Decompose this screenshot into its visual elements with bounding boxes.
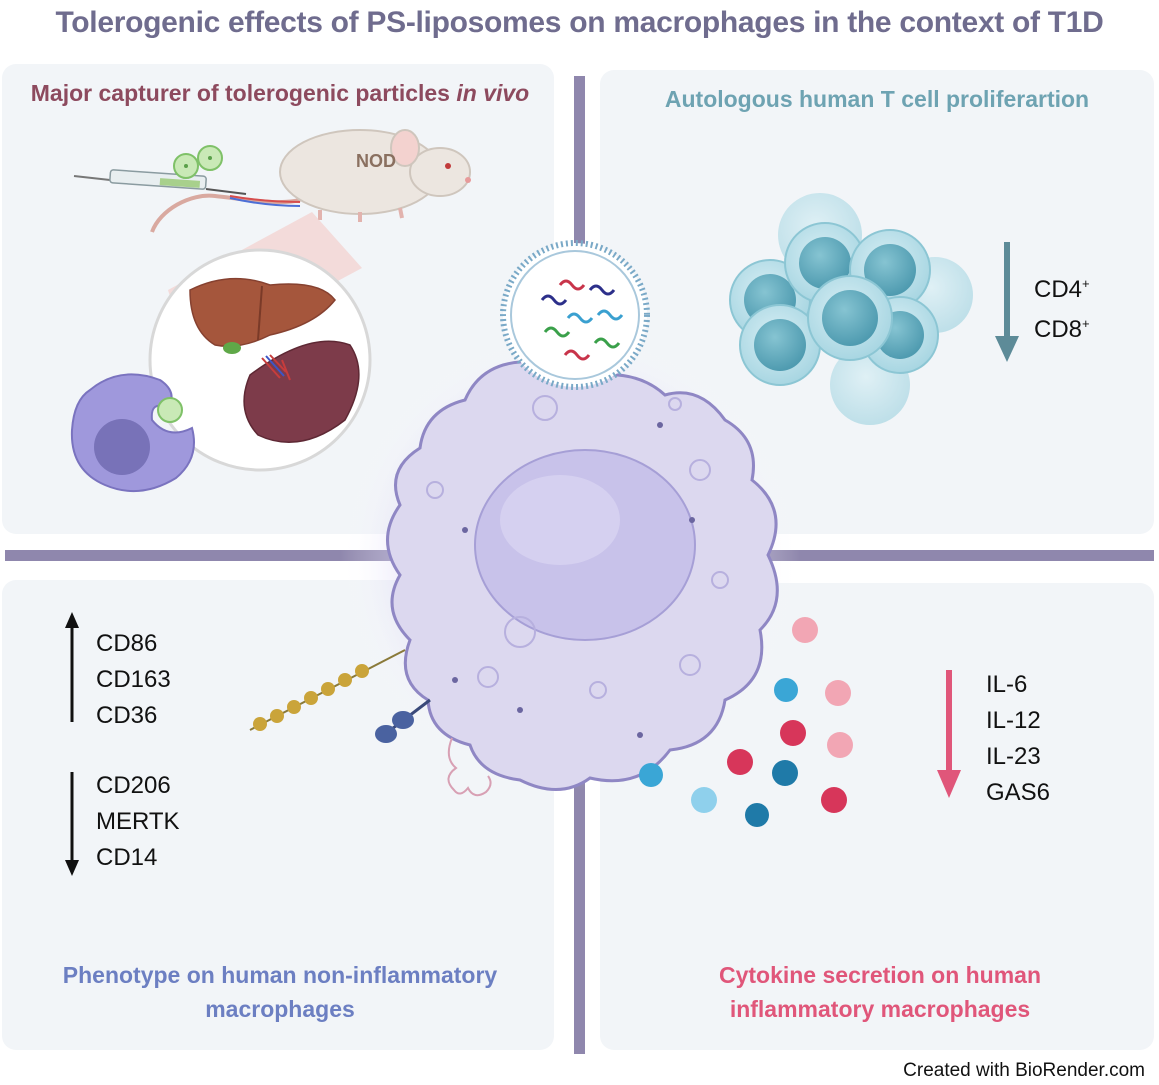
t-cell-down-arrow: [995, 242, 1019, 362]
marker-cd8: CD8+: [1034, 316, 1090, 343]
phenotype-down-arrow: [65, 772, 79, 876]
spleen-icon: [243, 340, 360, 443]
receptor-chain-icon: [249, 649, 406, 731]
panel-title-phenotype: Phenotype on human non-inflammatory macr…: [62, 962, 498, 1022]
ps-liposome-icon: [500, 240, 650, 390]
organ-zoom-circle: [148, 248, 372, 472]
receptor-blue-icon: [375, 698, 431, 743]
cytokine-down-arrow: [937, 670, 961, 798]
membrane-dots: [452, 422, 695, 738]
upregulated-markers: CD86 CD163 CD36: [96, 626, 171, 734]
marker-item: CD163: [96, 666, 171, 693]
footer-credit: Created with BioRender.com: [903, 1060, 1145, 1081]
t-cell-markers: CD4+ CD8+: [1034, 267, 1090, 347]
marker-cd4: CD4+: [1034, 276, 1090, 303]
phenotype-up-arrow: [65, 612, 79, 722]
panel-title-in-vivo: Major capturer of tolerogenic particles …: [0, 78, 560, 108]
marker-item: MERTK: [96, 808, 180, 835]
marker-item: CD36: [96, 702, 158, 729]
macrophage-small-icon: [70, 373, 195, 493]
receptor-loop-icon: [447, 737, 492, 797]
mouse-label: NOD: [356, 151, 396, 171]
cytokine-dots: [639, 617, 853, 827]
title-prefix: Major capturer of tolerogenic particles: [30, 80, 457, 106]
panel-title-t-cell: Autologous human T cell proliferartion: [664, 86, 1090, 112]
mouse-icon: [150, 129, 471, 233]
liposome-small-icon: [173, 145, 223, 179]
figure-title: Tolerogenic effects of PS-liposomes on m…: [55, 6, 1104, 39]
marker-item: IL-12: [986, 707, 1041, 734]
cytokine-markers: IL-6 IL-12 IL-23 GAS6: [986, 667, 1050, 811]
marker-item: GAS6: [986, 779, 1051, 806]
marker-item: CD14: [96, 844, 158, 871]
liver-icon: [189, 277, 336, 347]
syringe-icon: [73, 169, 247, 195]
downregulated-markers: CD206 MERTK CD14: [96, 768, 180, 876]
t-cell-cluster-icon: [729, 193, 973, 425]
panel-title-cytokine: Cytokine secretion on human inflammatory…: [718, 962, 1042, 1022]
marker-item: IL-6: [986, 671, 1028, 698]
marker-item: IL-23: [986, 743, 1041, 770]
marker-item: CD86: [96, 630, 158, 657]
vesicles: [426, 395, 729, 699]
marker-item: CD206: [96, 772, 171, 799]
title-italic: in vivo: [456, 80, 530, 106]
